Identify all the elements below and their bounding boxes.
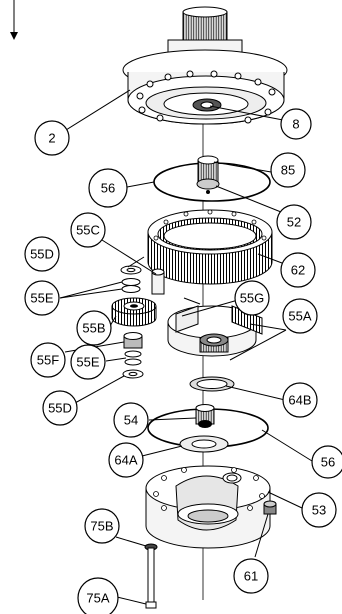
callout-bubble [233,558,269,594]
callout-c64A: 64A [108,442,144,478]
direction-arrow [10,0,18,40]
callout-label: 55E [30,291,53,306]
callout-label: 61 [244,569,258,584]
bolt-part-75A [145,547,157,609]
plug-part-61 [263,500,277,515]
callout-label: 55G [240,291,265,306]
callout-label: 55C [76,223,100,238]
callout-label: 56 [321,455,335,470]
thrust-washer-part-64B [189,376,235,392]
callout-label: 8 [292,117,299,132]
planet-carrier-part-55A [167,305,263,357]
input-gear-part-54 [195,404,215,428]
callout-label: 55B [82,321,105,336]
callout-label: 55F [37,353,59,368]
callout-bubble [282,298,318,334]
callout-label: 2 [48,131,55,146]
callout-bubble [276,204,312,240]
ring-gear-part-62 [147,209,273,285]
callout-label: 85 [281,163,295,178]
callout-bubble [301,492,337,528]
callout-bubble [108,442,144,478]
callout-bubble [34,120,70,156]
output-housing-part-2 [122,6,288,125]
callout-c55E2: 55E [70,344,106,380]
callout-bubble [84,508,120,544]
callout-c53: 53 [301,492,337,528]
callout-label: 75A [86,591,109,606]
callout-c56a: 56 [88,168,128,208]
callout-c62: 62 [280,252,316,288]
callout-c55D2: 55D [42,390,78,426]
callout-c55B: 55B [76,310,112,346]
callout-c85: 85 [270,152,306,188]
callout-label: 75B [90,519,113,534]
callout-c2: 2 [34,120,70,156]
callout-bubble [113,402,149,438]
callout-label: 52 [287,215,301,230]
callout-c75A: 75A [77,577,119,614]
callout-c64B: 64B [282,382,318,418]
callout-label: 56 [101,181,115,196]
callout-label: 55E [76,355,99,370]
callout-bubble [42,390,78,426]
sun-gear-part-85 [196,155,220,194]
callout-bubble [282,382,318,418]
callout-c55G: 55G [234,280,270,316]
callout-bubble [76,310,112,346]
callout-label: 64A [114,453,137,468]
thrust-washer-part-64A [179,435,229,453]
leader-lines [59,89,313,605]
callout-layer: 2 8 85 56 52 55C 55D 62 55E 55G 55A 55B 55F 55E 55D 64B… [24,108,342,614]
callout-bubble [311,445,342,479]
callout-bubble [70,344,106,380]
callout-c55F: 55F [30,342,66,378]
callout-c61: 61 [233,558,269,594]
callout-c52: 52 [276,204,312,240]
callout-c55E1: 55E [24,280,60,316]
callout-label: 55D [30,247,54,262]
callout-label: 55D [48,401,72,416]
callout-c75B: 75B [84,508,120,544]
callout-bubble [88,168,128,208]
callout-label: 64B [288,393,311,408]
callout-bubble [280,108,312,140]
callout-c55C: 55C [70,212,106,248]
callout-c55D1: 55D [24,236,60,272]
callout-bubble [30,342,66,378]
callout-label: 55A [288,309,311,324]
callout-c54: 54 [113,402,149,438]
callout-bubble [270,152,306,188]
washer-stack-upper [120,265,142,293]
callout-label: 53 [312,503,326,518]
callout-label: 54 [124,413,138,428]
callout-bubble [77,577,119,614]
callout-bubble [70,212,106,248]
callout-c55A: 55A [282,298,318,334]
callout-c8: 8 [280,108,312,140]
callout-label: 62 [291,263,305,278]
callout-bubble [24,280,60,316]
callout-c56b: 56 [311,445,342,479]
callout-bubble [24,236,60,272]
callout-bubble [280,252,316,288]
callout-bubble [234,280,270,316]
input-housing-part-53 [145,465,271,549]
planet-gear-part-55B [111,297,157,327]
bearing-stack-lower [122,332,144,379]
